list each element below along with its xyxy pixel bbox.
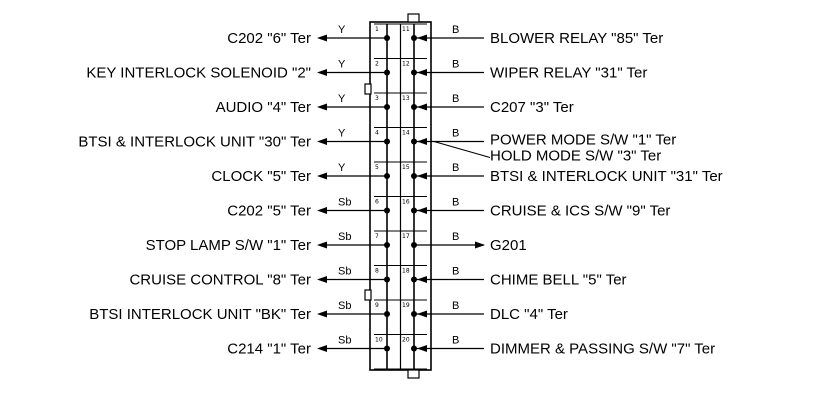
right-terminal-label: BLOWER RELAY "85" Ter [490, 30, 663, 47]
wire-color-code: B [452, 231, 459, 243]
left-terminal-label: BTSI & INTERLOCK UNIT "30" Ter [78, 134, 311, 151]
left-terminal-label: C202 "5" Ter [227, 203, 311, 220]
wire-color-code: Y [338, 93, 346, 105]
pin-number: 15 [402, 164, 410, 171]
arrowhead-left-icon [317, 207, 327, 214]
pin-number: 11 [402, 26, 410, 33]
right-terminal-label: DIMMER & PASSING S/W "7" Ter [490, 341, 715, 358]
arrowhead-left-icon [417, 345, 427, 352]
wire-color-code: B [452, 128, 459, 140]
left-terminal-label: C202 "6" Ter [227, 30, 311, 47]
left-terminal-label: BTSI INTERLOCK UNIT "BK" Ter [89, 306, 311, 323]
connector-top-latch [407, 13, 420, 23]
arrowhead-right-icon [475, 241, 485, 249]
wire-color-code: Y [338, 162, 346, 174]
pin-number: 8 [375, 268, 379, 275]
arrowhead-left-icon [317, 138, 327, 145]
left-terminal-label: CLOCK "5" Ter [211, 168, 311, 185]
connector-side-key-lower [364, 289, 372, 301]
connector-bottom-latch [407, 369, 420, 379]
arrowhead-left-icon [417, 69, 427, 76]
wire-color-code: B [452, 300, 459, 312]
left-terminal-label: CRUISE CONTROL "8" Ter [129, 272, 311, 289]
right-terminal-label: POWER MODE S/W "1" Ter [490, 132, 676, 149]
wire-color-code: Sb [338, 231, 351, 243]
wire-color-code: Sb [338, 300, 351, 312]
arrowhead-left-icon [317, 241, 327, 249]
wire-color-code: Sb [338, 197, 351, 209]
wire-color-code: B [452, 335, 459, 347]
left-terminal-label: AUDIO "4" Ter [216, 99, 311, 116]
pin-number: 7 [375, 233, 379, 240]
arrowhead-left-icon [417, 207, 427, 214]
arrowhead-left-icon [417, 310, 427, 318]
wire-color-code: B [452, 162, 459, 174]
wire-color-code: Y [338, 24, 346, 36]
arrowhead-left-icon [417, 172, 427, 180]
pin-number: 5 [375, 164, 379, 171]
right-terminal-label: C207 "3" Ter [490, 99, 574, 116]
arrowhead-left-icon [317, 69, 327, 76]
wire-color-code: B [452, 24, 459, 36]
left-terminal-label: KEY INTERLOCK SOLENOID "2" [86, 65, 311, 82]
wire-color-code: B [452, 59, 459, 71]
arrowhead-left-icon [317, 345, 327, 352]
pin-number: 12 [402, 61, 410, 68]
pin-number: 20 [402, 337, 410, 344]
arrowhead-left-icon [417, 103, 427, 111]
pin-number: 13 [402, 95, 410, 102]
pin-number: 10 [375, 337, 383, 344]
wire-color-code: Y [338, 59, 346, 71]
pin-number: 14 [402, 130, 410, 137]
arrowhead-left-icon [317, 34, 327, 42]
wire-color-code: B [452, 197, 459, 209]
pin-number: 3 [375, 95, 379, 102]
right-terminal-label: BTSI & INTERLOCK UNIT "31" Ter [490, 168, 723, 185]
pin-number: 16 [402, 199, 410, 206]
pin-number: 17 [402, 233, 410, 240]
pin-number: 6 [375, 199, 379, 206]
right-terminal-label: HOLD MODE S/W "3" Ter [490, 148, 661, 165]
arrowhead-left-icon [417, 138, 427, 145]
branch-wire-line [433, 140, 491, 159]
wire-color-code: B [452, 266, 459, 278]
wire-color-code: Sb [338, 335, 351, 347]
right-terminal-label: CHIME BELL "5" Ter [490, 272, 627, 289]
left-terminal-label: STOP LAMP S/W "1" Ter [146, 237, 311, 254]
arrowhead-left-icon [317, 172, 327, 180]
arrowhead-left-icon [317, 276, 327, 283]
right-terminal-label: DLC "4" Ter [490, 306, 568, 323]
pin-number: 2 [375, 61, 379, 68]
wire-color-code: B [452, 93, 459, 105]
arrowhead-left-icon [317, 310, 327, 318]
right-terminal-label: CRUISE & ICS S/W "9" Ter [490, 203, 670, 220]
connector-side-key-upper [364, 83, 372, 95]
right-terminal-label: G201 [490, 237, 527, 254]
pin-number: 18 [402, 268, 410, 275]
arrowhead-left-icon [317, 103, 327, 111]
wire-color-code: Sb [338, 266, 351, 278]
arrowhead-left-icon [417, 34, 427, 42]
pin-number: 1 [375, 26, 379, 33]
arrowhead-left-icon [417, 276, 427, 283]
left-terminal-label: C214 "1" Ter [227, 341, 311, 358]
pin-number: 19 [402, 302, 410, 309]
right-terminal-label: WIPER RELAY "31" Ter [490, 65, 647, 82]
pin-number: 9 [375, 302, 379, 309]
pin-number: 4 [375, 130, 379, 137]
wire-color-code: Y [338, 128, 346, 140]
